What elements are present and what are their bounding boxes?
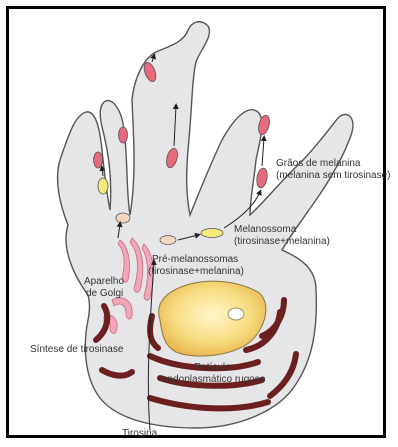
label-pre-1: Pré-melanossomas bbox=[152, 254, 238, 265]
granule bbox=[255, 167, 268, 188]
melanosome bbox=[201, 229, 223, 238]
melanosome bbox=[98, 178, 108, 194]
label-reticulo-2: endoplasmático rugoso bbox=[162, 374, 266, 385]
label-graos-1: Grãos de melanina bbox=[276, 158, 361, 169]
label-golgi-1: Aparelho bbox=[84, 276, 124, 287]
pre-melanosome bbox=[160, 236, 176, 245]
arrow-up-3 bbox=[262, 138, 264, 166]
pre-melanosome bbox=[116, 213, 130, 223]
granule bbox=[94, 152, 103, 168]
label-reticulo-1: Retículo bbox=[194, 362, 231, 373]
label-melanossoma-2: (tirosinase+melanina) bbox=[234, 236, 330, 247]
label-golgi-2: de Golgi bbox=[86, 288, 123, 299]
nucleolus bbox=[228, 308, 244, 320]
label-sintese: Síntese de tirosinase bbox=[30, 344, 124, 355]
label-pre-2: (tirosinase+melanina) bbox=[148, 266, 244, 277]
granule bbox=[119, 127, 128, 143]
label-melanossoma-1: Melanossoma bbox=[234, 224, 297, 235]
label-graos-2: (melanina sem tirosinase) bbox=[276, 170, 391, 181]
label-tirosina: Tirosina bbox=[122, 428, 158, 439]
